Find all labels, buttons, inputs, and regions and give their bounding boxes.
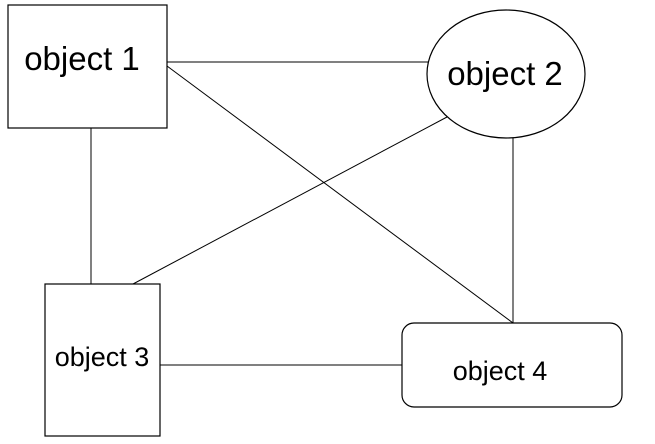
node-object-4[interactable]: object 4 (401, 322, 623, 408)
node-object-3-label: object 3 (55, 342, 150, 372)
node-object-2-label: object 2 (447, 55, 563, 92)
node-object-2[interactable]: object 2 (426, 9, 586, 139)
node-object-3[interactable]: object 3 (44, 283, 161, 437)
node-object-4-shape (401, 322, 623, 408)
node-object-1-shape (7, 4, 168, 129)
edge-object2-object3 (132, 116, 448, 285)
node-object-4-label: object 4 (453, 356, 548, 386)
node-object-1-label: object 1 (24, 40, 140, 77)
node-object-2-shape (426, 9, 586, 139)
node-object-3-shape (44, 283, 161, 437)
node-object-1[interactable]: object 1 (7, 4, 168, 129)
edge-object1-object4 (166, 65, 514, 324)
